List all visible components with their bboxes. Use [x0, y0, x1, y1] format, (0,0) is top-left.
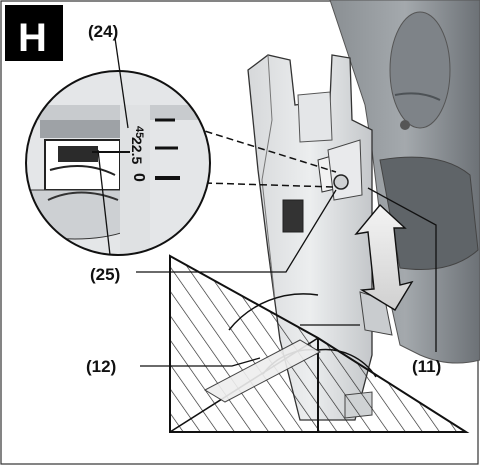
- magnifier-inset: 45 22.5 0: [25, 70, 211, 256]
- double-arrow-icon: [354, 203, 414, 311]
- callout-24: (24): [88, 22, 118, 41]
- callout-25: (25): [90, 265, 120, 284]
- callout-11: (11): [412, 357, 441, 376]
- scale-label-22-5: 22.5: [129, 137, 145, 164]
- figure-badge: H: [5, 5, 63, 61]
- scale-label-0: 0: [130, 173, 147, 182]
- callout-12: (12): [86, 357, 116, 376]
- badge-letter: H: [18, 16, 47, 60]
- scale-label-45: 45: [133, 126, 145, 138]
- callout-lines: [97, 37, 437, 367]
- screw-25: [333, 174, 349, 190]
- tool-body: [329, 0, 480, 364]
- magnifier-guides: [194, 127, 337, 188]
- saw-blade-12: [203, 339, 322, 403]
